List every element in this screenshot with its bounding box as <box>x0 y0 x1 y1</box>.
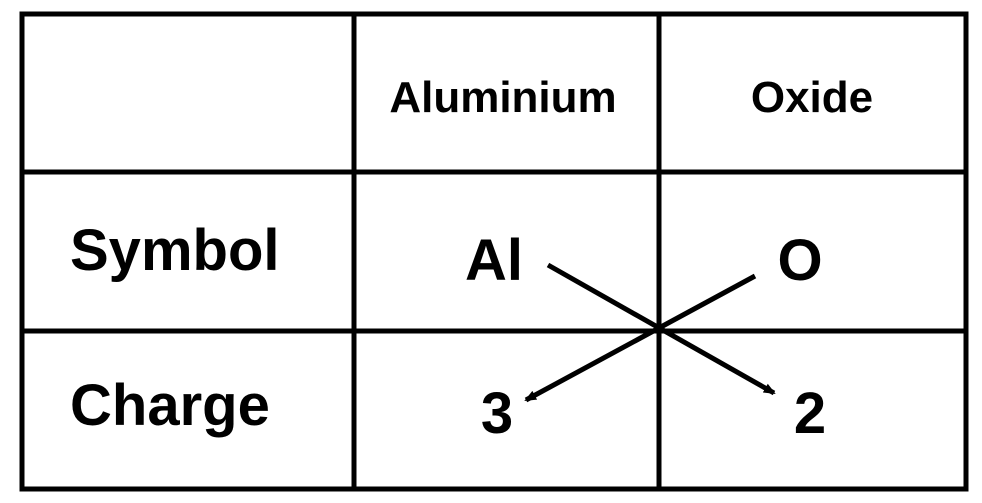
row-label-charge: Charge <box>70 373 270 438</box>
charge-aluminium: 3 <box>481 381 513 446</box>
charge-oxide: 2 <box>794 381 826 446</box>
column-header-aluminium: Aluminium <box>389 73 616 122</box>
crossover-arrow-o-to-3 <box>524 273 757 403</box>
row-label-symbol: Symbol <box>70 218 280 283</box>
symbol-oxide: O <box>777 228 822 293</box>
symbol-aluminium: Al <box>465 228 523 293</box>
column-header-oxide: Oxide <box>751 73 873 122</box>
table-grid <box>19 11 969 492</box>
